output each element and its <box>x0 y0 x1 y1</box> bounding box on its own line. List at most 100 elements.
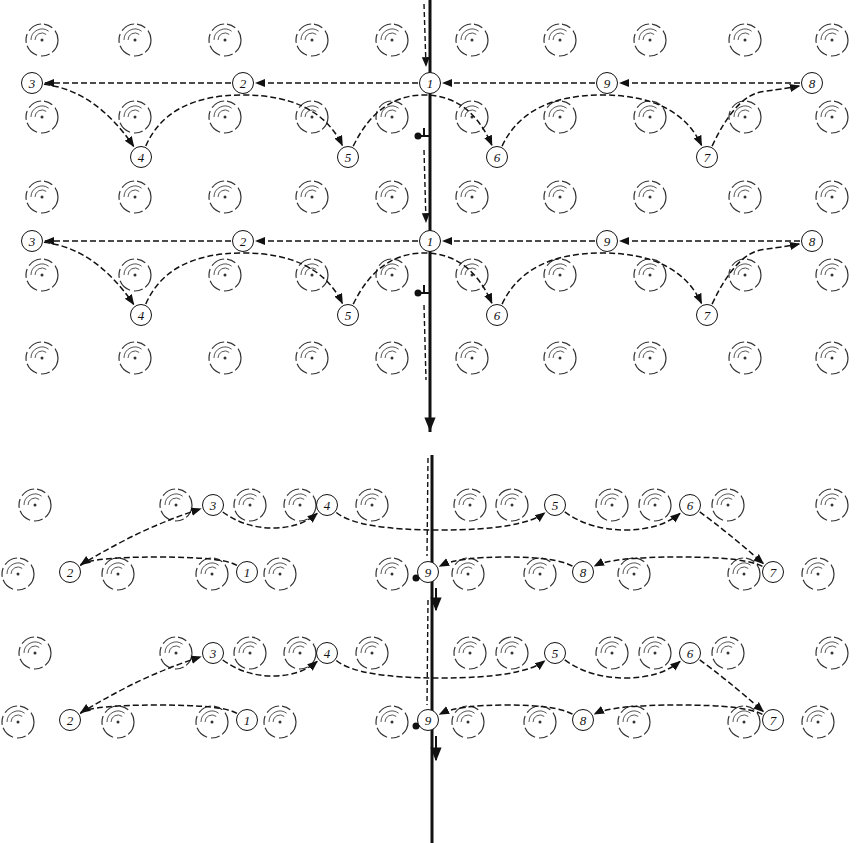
tree-symbol <box>452 558 484 590</box>
route-connector <box>700 660 763 711</box>
step-marker: 4 <box>316 642 338 664</box>
step-marker: 7 <box>762 709 784 731</box>
tree-symbol <box>618 706 650 738</box>
tree-symbol <box>209 24 241 56</box>
tree-symbol <box>816 637 848 669</box>
tree-symbol <box>634 259 666 291</box>
tree-symbol <box>196 706 228 738</box>
route-connector <box>595 705 763 714</box>
step-number: 6 <box>687 499 694 512</box>
tree-symbol <box>2 706 34 738</box>
route-connector <box>565 660 680 678</box>
step-number: 2 <box>240 235 247 248</box>
route-connector <box>565 512 680 530</box>
step-number: 8 <box>580 714 587 727</box>
step-marker: 9 <box>417 561 439 583</box>
route-connector <box>45 82 231 84</box>
route-connector <box>440 557 573 566</box>
tree-symbol <box>596 489 628 521</box>
tree-symbol <box>209 181 241 213</box>
step-number: 7 <box>704 151 711 164</box>
step-marker: 8 <box>801 230 823 252</box>
step-number: 7 <box>770 714 777 727</box>
step-number: 3 <box>29 235 36 248</box>
step-number: 1 <box>427 235 434 248</box>
tree-symbol <box>264 558 296 590</box>
tree-symbol <box>634 101 666 133</box>
step-number: 4 <box>138 309 145 322</box>
step-number: 9 <box>425 566 432 579</box>
route-connector <box>256 82 418 84</box>
tree-symbol <box>209 101 241 133</box>
tree-symbol <box>376 101 408 133</box>
step-marker: 2 <box>232 72 254 94</box>
tree-symbol <box>639 637 671 669</box>
tree-symbol <box>729 24 761 56</box>
step-number: 3 <box>210 499 217 512</box>
step-number: 6 <box>687 647 694 660</box>
tree-symbol <box>376 342 408 374</box>
step-marker: 2 <box>232 230 254 252</box>
step-number: 1 <box>244 714 251 727</box>
tree-symbol <box>296 342 328 374</box>
tree-symbol <box>102 558 134 590</box>
tree-symbol <box>119 181 151 213</box>
tree-symbol <box>376 259 408 291</box>
tree-symbol <box>816 489 848 521</box>
tree-symbol <box>596 637 628 669</box>
route-connector <box>44 242 134 304</box>
route-connector <box>146 95 343 146</box>
step-marker: 9 <box>596 230 618 252</box>
step-marker: 5 <box>544 494 566 516</box>
route-connector <box>353 95 492 146</box>
tree-symbol <box>196 558 228 590</box>
step-number: 4 <box>324 499 331 512</box>
route-connector <box>712 86 799 146</box>
step-marker: 8 <box>801 72 823 94</box>
tree-symbol <box>639 489 671 521</box>
step-marker: 7 <box>696 146 718 168</box>
step-marker: 3 <box>21 72 43 94</box>
tree-symbol <box>119 24 151 56</box>
tree-symbol <box>209 342 241 374</box>
tree-symbol <box>26 101 58 133</box>
main-line <box>431 455 434 843</box>
tree-symbol <box>728 706 760 738</box>
step-marker: 9 <box>596 72 618 94</box>
tree-symbol <box>376 181 408 213</box>
tree-symbol <box>729 181 761 213</box>
step-marker: 1 <box>419 72 441 94</box>
tree-symbol <box>544 259 576 291</box>
tree-symbol <box>712 637 744 669</box>
route-connector <box>443 82 595 84</box>
direction-arrow <box>435 588 437 610</box>
direction-line <box>427 458 428 556</box>
tree-symbol <box>284 489 316 521</box>
tree-symbol <box>802 706 834 738</box>
tree-symbol <box>524 706 556 738</box>
route-connector <box>44 84 134 146</box>
route-connector <box>712 244 799 304</box>
step-number: 9 <box>604 235 611 248</box>
tree-symbol <box>19 637 51 669</box>
step-marker: 6 <box>679 494 701 516</box>
route-connector <box>336 513 544 530</box>
step-number: 4 <box>138 151 145 164</box>
route-connector <box>595 557 763 566</box>
step-number: 5 <box>345 309 352 322</box>
tree-symbol <box>376 24 408 56</box>
route-connector <box>45 240 231 242</box>
step-marker: 8 <box>572 561 594 583</box>
tree-symbol <box>209 259 241 291</box>
route-connector <box>223 660 317 676</box>
tree-symbol <box>816 24 848 56</box>
step-marker: 2 <box>59 561 81 583</box>
tree-symbol <box>19 489 51 521</box>
route-connector <box>80 657 200 714</box>
step-marker: 7 <box>696 304 718 326</box>
tree-symbol <box>634 342 666 374</box>
tree-symbol <box>160 489 192 521</box>
tree-symbol <box>816 181 848 213</box>
tree-symbol <box>160 637 192 669</box>
tree-symbol <box>496 637 528 669</box>
